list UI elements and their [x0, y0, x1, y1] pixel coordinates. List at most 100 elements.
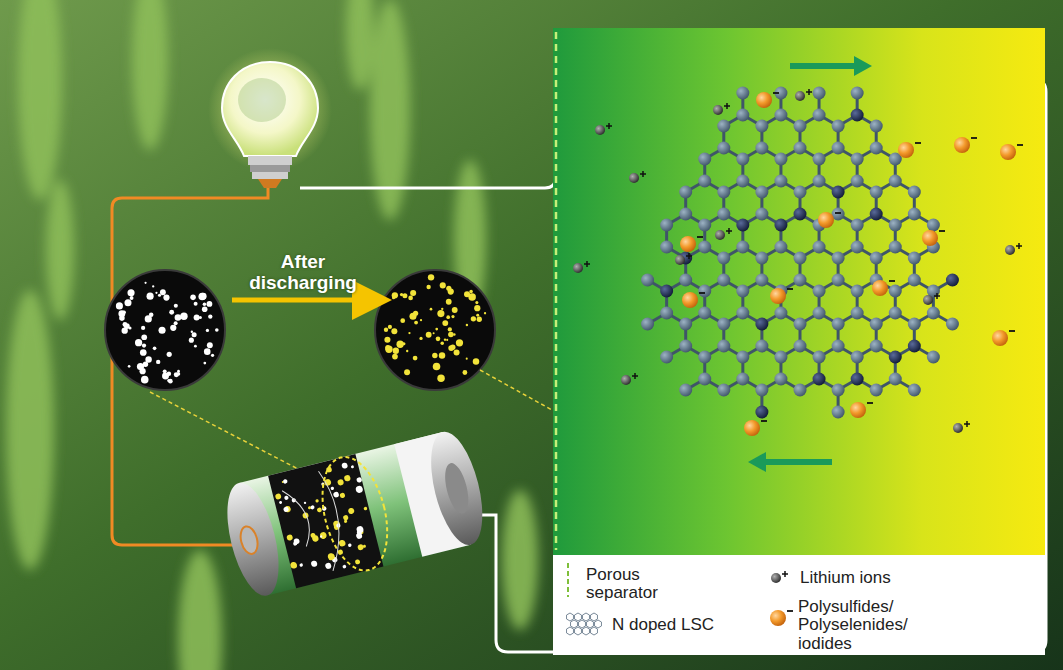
pore-dot [127, 289, 134, 296]
lithium-ion [621, 373, 638, 385]
step-label: After discharging [238, 252, 368, 294]
pore-dot [426, 285, 430, 289]
pore-dot [192, 332, 197, 337]
pore-dot [167, 379, 170, 382]
pore-dot [147, 293, 154, 300]
lithium-ion [595, 123, 612, 135]
pore-dot [207, 342, 213, 348]
lithium-ion [715, 228, 732, 240]
pore-dot [122, 327, 128, 333]
pore-dot [180, 313, 187, 320]
pore-dot [122, 311, 125, 314]
pore-dot [440, 341, 444, 345]
pore-dot [408, 296, 413, 301]
lithium-ion [923, 293, 940, 305]
pore-dot [440, 282, 446, 288]
legend-text: N doped LSC [612, 616, 752, 634]
pore-dot [135, 339, 142, 346]
legend-sample [567, 613, 602, 635]
pore-dot [175, 314, 182, 321]
pore-dot [413, 311, 418, 316]
pore-dot [437, 310, 444, 317]
pore-dot [116, 302, 123, 309]
pore-dot [141, 376, 149, 384]
pore-dot [194, 302, 198, 306]
pore-dot [469, 290, 473, 294]
lithium-ion [953, 421, 970, 433]
pore-dot [471, 316, 476, 321]
pore-dot [400, 293, 403, 296]
carbon-particle [375, 270, 495, 390]
pore-dot [384, 337, 390, 343]
loofah [6, 290, 54, 570]
loofah [346, 0, 374, 90]
pore-dot [169, 310, 174, 315]
pore-dot [446, 299, 452, 305]
pore-dot [466, 324, 468, 326]
polysulfide-anion [954, 137, 977, 153]
pore-dot [203, 302, 207, 306]
pore-dot [437, 374, 444, 381]
pore-dot [448, 332, 454, 338]
pore-dot [141, 334, 147, 340]
pore-dot [384, 328, 388, 332]
legend-text: Lithium ions [800, 569, 1000, 587]
pore-dot [454, 349, 460, 355]
pore-dot [202, 306, 208, 312]
pore-dot [392, 354, 398, 360]
pore-dot [475, 301, 478, 304]
pore-dot [446, 339, 448, 341]
pore-dot [477, 317, 482, 322]
pore-dot [432, 353, 437, 358]
pore-dot [426, 332, 432, 338]
pore-dot [441, 308, 443, 310]
polysulfide-anion [744, 420, 767, 436]
pore-dot [448, 288, 454, 294]
pore-dot [442, 320, 448, 326]
pore-dot [156, 360, 160, 364]
pore-dot [404, 369, 410, 375]
pore-dot [393, 348, 399, 354]
loofah [178, 550, 222, 670]
pore-dot [174, 321, 178, 325]
pore-dot [194, 314, 200, 320]
pore-dot [456, 339, 463, 346]
pore-dot [388, 325, 392, 329]
pore-dot [439, 352, 445, 358]
lithium-ion [675, 253, 692, 265]
n-doped-carbon-lattice [641, 87, 959, 419]
pore-dot [385, 345, 390, 350]
pore-dot [207, 301, 213, 307]
pore-dot [140, 349, 147, 356]
carbon-particle [105, 270, 225, 390]
pore-dot [430, 308, 433, 311]
pore-dot [435, 328, 438, 331]
pore-dot [122, 322, 127, 327]
polysulfide-anion [756, 92, 779, 108]
pore-dot [474, 305, 480, 311]
pore-dot [198, 293, 206, 301]
pore-dot [406, 350, 408, 352]
legend-text: Polysulfides/ Polyselenides/ iodides [798, 598, 918, 653]
pore-dot [167, 352, 172, 357]
polysulfide-anion [992, 330, 1015, 346]
lithium-ion [1005, 243, 1022, 255]
pore-dot [428, 274, 434, 280]
pore-dot [446, 315, 450, 319]
pore-dot [152, 285, 154, 287]
legend-text: Porous separator [586, 566, 676, 603]
pore-dot [402, 293, 407, 298]
pore-dot [408, 332, 410, 334]
polysulfide-anion [872, 280, 895, 296]
legend-sample [771, 571, 788, 583]
lithium-ion [795, 89, 812, 101]
pore-dot [206, 329, 209, 332]
pore-dot [128, 365, 131, 368]
pore-dot [211, 354, 214, 357]
polysulfide-anion [818, 212, 841, 228]
pore-dot [190, 295, 196, 301]
pore-dot [462, 370, 467, 375]
pore-dot [153, 347, 157, 351]
